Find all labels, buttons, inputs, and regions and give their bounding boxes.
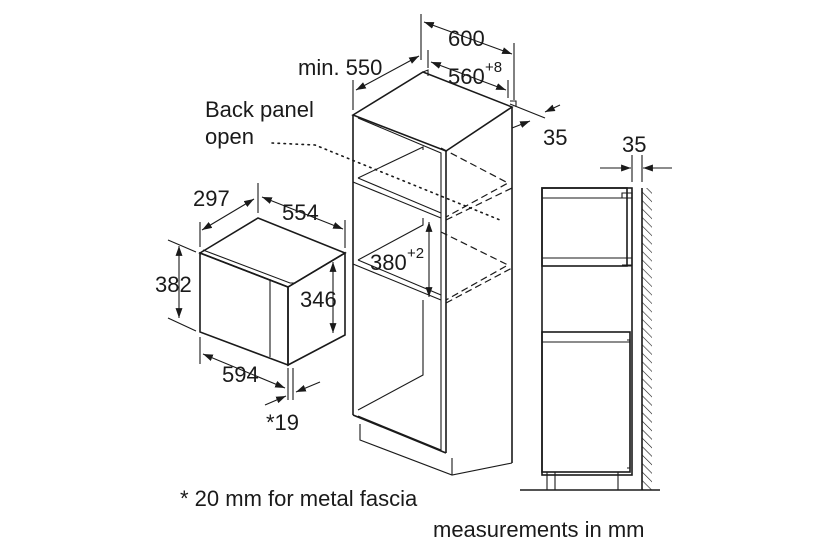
min-depth-550-label: min. 550 — [298, 55, 382, 80]
side-gap-35-label: 35 — [622, 132, 646, 157]
microwave-dimensions — [167, 183, 346, 406]
cabinet-dimensions — [271, 14, 561, 297]
niche-width-tolerance: +8 — [485, 59, 502, 76]
width-600-label: 600 — [448, 26, 485, 51]
fascia-depth-19-label: *19 — [266, 410, 299, 435]
niche-width-560-label: 560 — [448, 64, 485, 89]
back-panel-label-line1: Back panel — [205, 97, 314, 122]
appliance-body-width-554-label: 554 — [282, 200, 319, 225]
appliance-body-height-346-label: 346 — [300, 287, 337, 312]
appliance-depth-297-label: 297 — [193, 186, 230, 211]
appliance-width-594-label: 594 — [222, 362, 259, 387]
back-gap-35-label: 35 — [543, 125, 567, 150]
footnote: * 20 mm for metal fascia — [180, 486, 418, 511]
niche-height-tolerance: +2 — [407, 245, 424, 262]
niche-height-380-label: 380 — [370, 250, 407, 275]
appliance-height-382-label: 382 — [155, 272, 192, 297]
units-note: measurements in mm — [433, 517, 645, 542]
side-view — [520, 155, 672, 491]
back-panel-label-line2: open — [205, 124, 254, 149]
